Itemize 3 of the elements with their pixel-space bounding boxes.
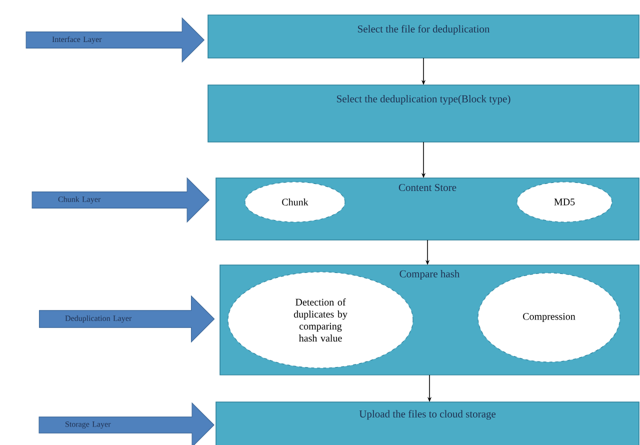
process-box: Select the deduplication type(Block type) [208, 84, 640, 142]
process-box: Upload the files to cloud storage [216, 402, 640, 445]
process-box: Select the file for deduplication [208, 14, 640, 58]
